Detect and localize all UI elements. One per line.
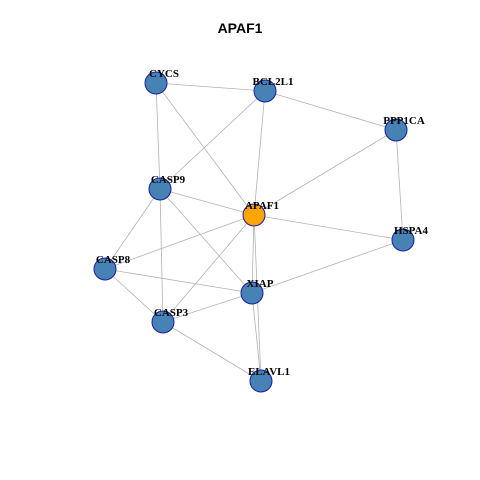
edge-apaf1-casp8: [104, 214, 255, 270]
edge-apaf1-xiap: [251, 214, 255, 294]
edge-bcl2l1-apaf1: [253, 90, 266, 216]
node-casp9: [148, 177, 172, 201]
edge-cycs-casp9: [155, 82, 161, 190]
edge-xiap-elavl1: [251, 292, 262, 382]
node-label-xiap: XIAP: [247, 278, 274, 290]
edge-xiap-casp3: [162, 292, 253, 323]
node-hspa4: [391, 228, 415, 252]
edge-casp9-apaf1: [159, 188, 255, 216]
node-casp3: [151, 310, 175, 334]
edge-bcl2l1-ppp1ca: [264, 90, 397, 131]
edge-cycs-apaf1: [155, 82, 255, 216]
node-label-apaf1: APAF1: [245, 200, 279, 212]
graph-title: APAF1: [217, 20, 263, 36]
edge-casp8-casp3: [104, 268, 164, 323]
node-label-ppp1ca: PPP1CA: [383, 115, 425, 127]
edge-casp9-casp3: [159, 188, 164, 323]
edge-casp9-xiap: [159, 188, 253, 294]
edge-ppp1ca-apaf1: [253, 129, 397, 216]
edge-casp3-elavl1: [162, 321, 262, 382]
node-casp8: [93, 257, 117, 281]
edge-ppp1ca-hspa4: [395, 129, 404, 241]
node-elavl1: [249, 369, 273, 393]
edge-apaf1-hspa4: [253, 214, 404, 241]
edge-casp8-xiap: [104, 268, 253, 294]
node-label-cycs: CYCS: [149, 68, 179, 80]
node-label-casp8: CASP8: [96, 254, 131, 266]
edge-cycs-bcl2l1: [155, 82, 266, 92]
edges-layer: [104, 82, 404, 382]
node-label-casp3: CASP3: [154, 307, 189, 319]
edge-apaf1-casp3: [162, 214, 255, 323]
edge-hspa4-xiap: [251, 239, 404, 294]
edge-bcl2l1-casp9: [159, 90, 266, 190]
node-label-casp9: CASP9: [151, 174, 186, 186]
node-bcl2l1: [253, 79, 277, 103]
nodes-layer: [93, 71, 415, 393]
node-ppp1ca: [384, 118, 408, 142]
node-apaf1: [242, 203, 266, 227]
edge-casp9-casp8: [104, 188, 161, 270]
node-label-elavl1: ELAVL1: [248, 366, 290, 378]
node-label-bcl2l1: BCL2L1: [253, 76, 294, 88]
node-cycs: [144, 71, 168, 95]
node-xiap: [240, 281, 264, 305]
node-label-hspa4: HSPA4: [394, 225, 429, 237]
